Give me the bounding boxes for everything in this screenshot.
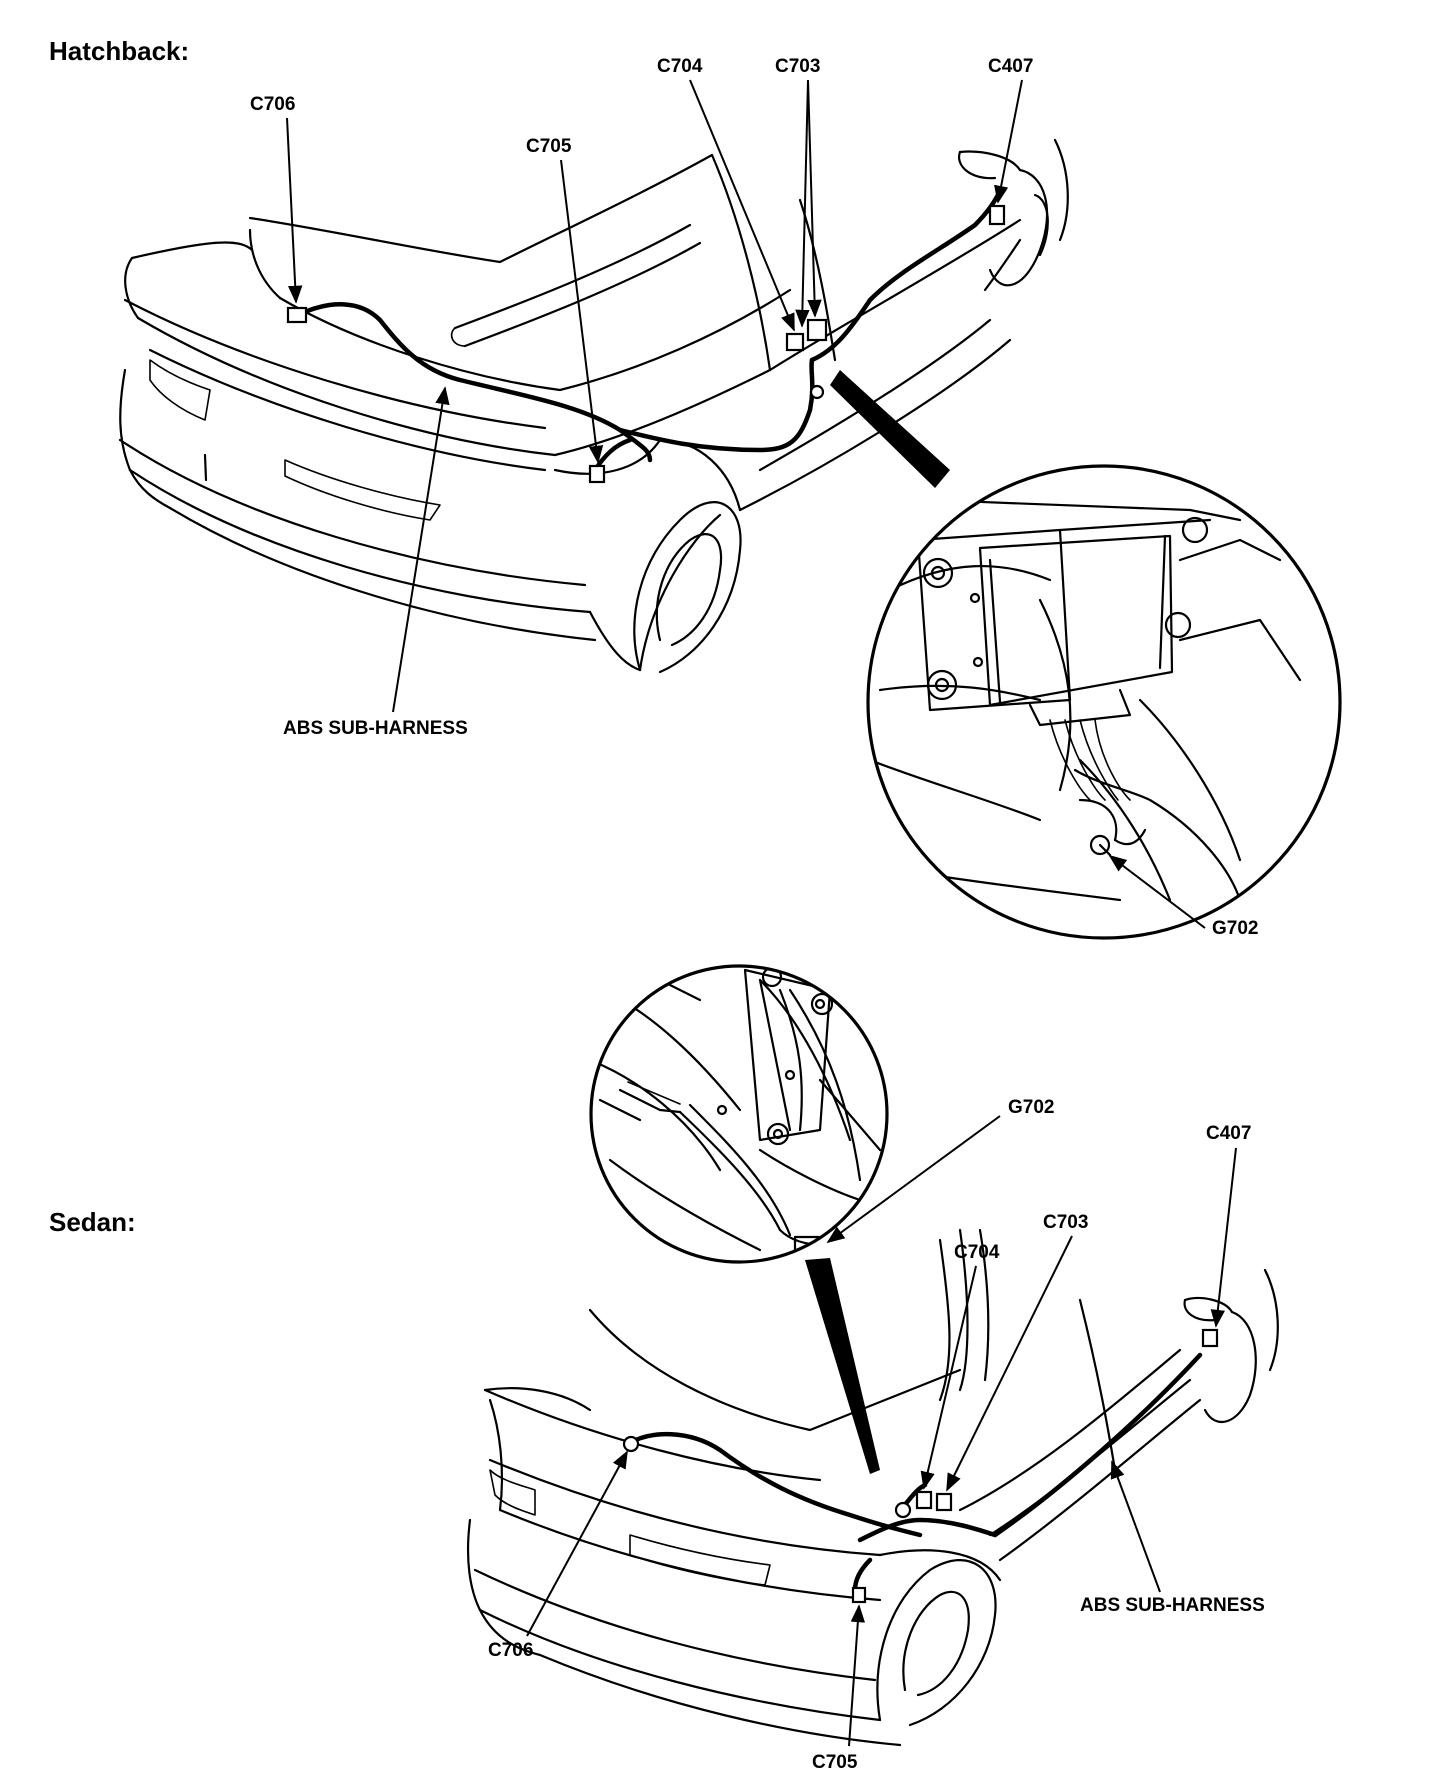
- sedan-c703-connector: [935, 1492, 953, 1512]
- hatchback-detail-circle: [866, 464, 1342, 940]
- hatchback-title: Hatchback:: [49, 36, 189, 66]
- sedan-label-c704: C704: [954, 1242, 1000, 1263]
- hatchback-label-c703: C703: [775, 56, 820, 77]
- sedan-label-c706: C706: [488, 1640, 533, 1661]
- hatchback-c407-connector: [988, 204, 1006, 226]
- hatchback-detail-wedge: [830, 370, 950, 488]
- sedan-detail-wedge: [805, 1258, 880, 1474]
- hatchback-c705-connector: [588, 464, 606, 484]
- sedan-leaders: [526, 1115, 1237, 1747]
- hatchback-c703-connector: [806, 318, 828, 342]
- sedan-c407-connector: [1201, 1328, 1219, 1348]
- sedan-abs-sub-harness: [625, 1352, 1203, 1593]
- hatchback-label-c706: C706: [250, 94, 295, 115]
- sedan-label-c407: C407: [1206, 1123, 1251, 1144]
- sedan-label-c703: C703: [1043, 1212, 1088, 1233]
- hatchback-abs-sub-harness: [295, 192, 1001, 473]
- sedan-section: Sedan:: [49, 964, 1279, 1773]
- sedan-c704-connector: [915, 1490, 933, 1510]
- sedan-c706-connector: [622, 1435, 640, 1453]
- sedan-c705-connector: [851, 1586, 867, 1604]
- hatchback-label-g702: G702: [1212, 918, 1258, 939]
- sedan-ground-point: [894, 1501, 912, 1519]
- hatchback-ground-point: [809, 384, 825, 400]
- sedan-label-c705: C705: [812, 1752, 858, 1773]
- hatchback-label-c407: C407: [988, 56, 1033, 77]
- sedan-label-g702: G702: [1008, 1097, 1054, 1118]
- hatchback-label-abs-sub-harness: ABS SUB-HARNESS: [283, 718, 468, 739]
- hatchback-label-c704: C704: [657, 56, 703, 77]
- sedan-detail-circle: [589, 964, 889, 1264]
- hatchback-c706-connector: [286, 306, 308, 324]
- hatchback-c704-connector: [785, 332, 805, 352]
- sedan-label-abs-sub-harness: ABS SUB-HARNESS: [1080, 1595, 1265, 1616]
- hatchback-connectors: [286, 204, 1006, 484]
- sedan-car-outline: [466, 1228, 1279, 1747]
- hatchback-leaders: [286, 79, 1206, 929]
- hatchback-section: Hatchback:: [49, 36, 1342, 940]
- hatchback-label-c705: C705: [526, 136, 572, 157]
- sedan-title: Sedan:: [49, 1207, 136, 1237]
- sedan-connectors: [622, 1328, 1219, 1604]
